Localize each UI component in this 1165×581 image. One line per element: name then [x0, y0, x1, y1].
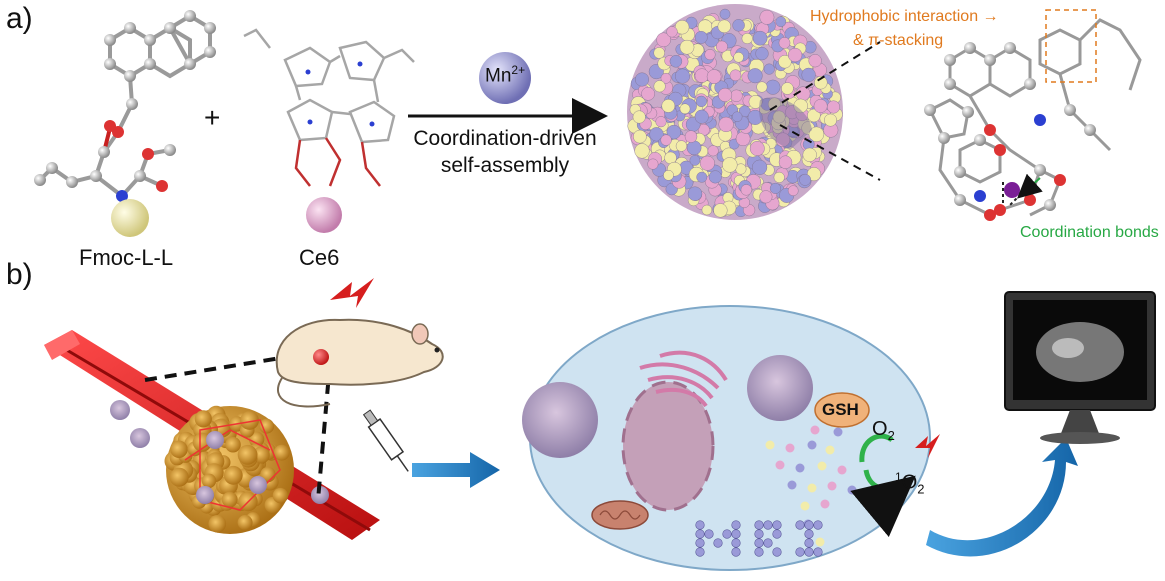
coordination-bonds-label: Coordination bonds [1020, 224, 1159, 241]
nanoparticle-sphere [627, 4, 843, 220]
nucleus-icon [621, 380, 715, 512]
panel-a-label: a) [6, 2, 33, 35]
mri-letters [695, 520, 823, 557]
mn-ion-label: Mn2+ [485, 63, 526, 87]
ce6-label: Ce6 [299, 245, 340, 270]
hydrophobic-arrow-glyph: → [982, 8, 999, 25]
tumor-cell [529, 305, 931, 571]
assembly-atoms [924, 42, 1096, 221]
monitor-icon [1004, 291, 1156, 444]
nanoparticle-outside-icon [522, 382, 598, 458]
imaging-arrow [926, 438, 1078, 557]
lightning-icon [915, 434, 940, 458]
hydrophobic-highlight-box [1045, 9, 1097, 83]
peptide-sphere-icon [111, 199, 149, 237]
syringe-icon [362, 409, 409, 472]
zoom-line-upper [769, 41, 881, 111]
hydrophobic-label: Hydrophobic interaction → [810, 8, 999, 25]
ce6-molecule [243, 28, 415, 187]
gsh-bubble [814, 392, 870, 428]
coordination-arrow [1017, 173, 1043, 199]
oxygen-label: O2 [872, 418, 895, 443]
pi-stacking-label: & π-stacking [853, 32, 944, 49]
oxygen-cycle-arrow-upper [859, 433, 894, 463]
mitochondria-icon [591, 500, 649, 530]
mn-coordination-center-icon [1004, 182, 1020, 198]
nanoparticle-internalized-icon [747, 355, 813, 421]
tumor-nanoparticles [196, 431, 267, 504]
vessel-nanoparticles [110, 400, 329, 504]
zoom-line-tumor-right [316, 361, 332, 501]
released-molecules [765, 425, 857, 547]
assembly-caption-line2: self-assembly [440, 154, 570, 177]
panel-b-label: b) [6, 258, 33, 291]
oxygen-cycle-arrow-lower [850, 469, 916, 538]
ce6-nitrogens [305, 61, 375, 127]
fmoc-label: Fmoc-L-L [79, 245, 174, 270]
mn-ion-sphere-icon [479, 52, 531, 104]
fmoc-molecule [38, 13, 212, 199]
assembly-caption: Coordination-driven self-assembly [410, 125, 600, 179]
lightning-icon [330, 278, 374, 308]
assembly-caption-line1: Coordination-driven [413, 127, 597, 150]
gsh-label: GSH [822, 400, 859, 419]
ce6-sphere-icon [306, 197, 342, 233]
golgi-icon [639, 350, 728, 408]
fmoc-atoms [34, 10, 216, 202]
tumor-tissue [164, 405, 294, 534]
zoom-line-lower [779, 124, 881, 181]
mouse-icon [275, 318, 444, 408]
delivery-arrow [412, 452, 500, 488]
tumor-site-marker [313, 349, 329, 365]
plus-sign: + [204, 102, 221, 133]
singlet-oxygen-label: 1O2 [895, 470, 925, 497]
